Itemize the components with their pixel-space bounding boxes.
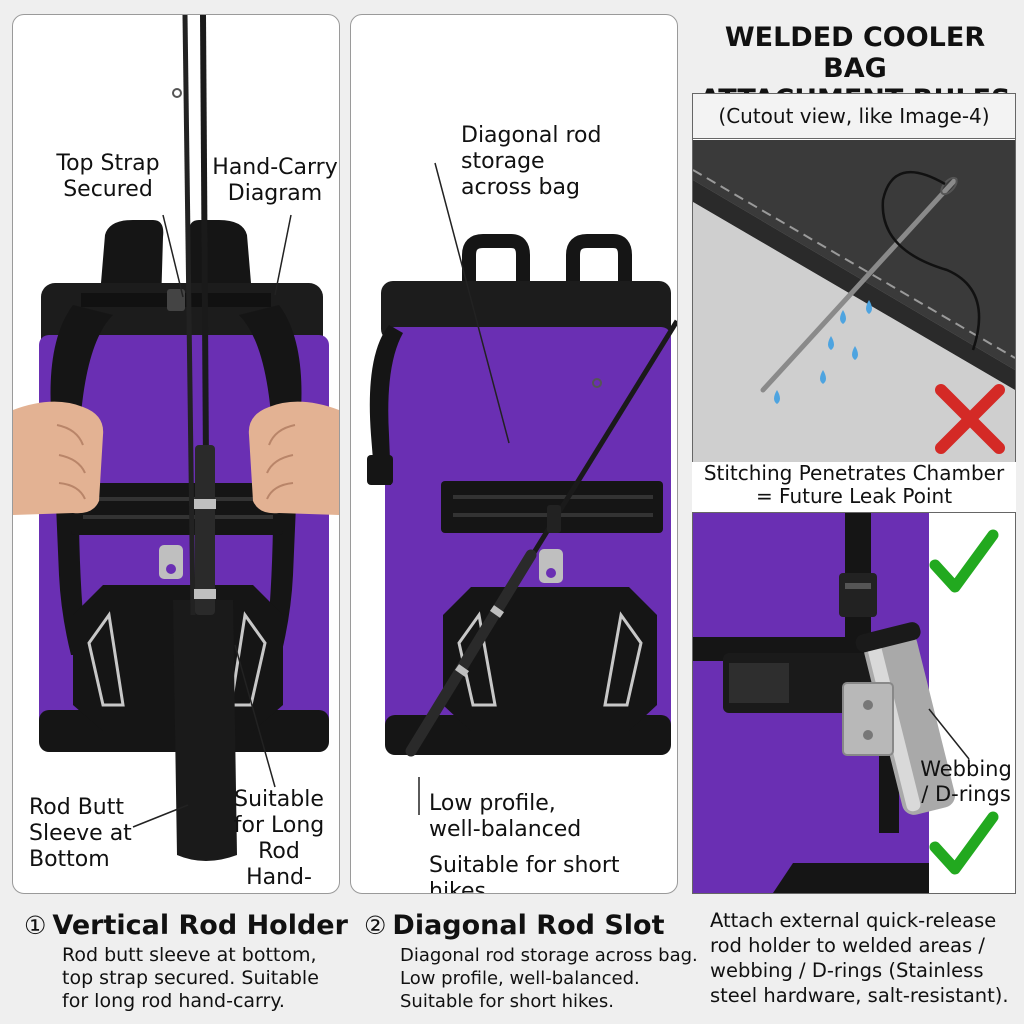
attachment-rules-description: Attach external quick-release rod holder…	[710, 909, 1009, 1007]
label-webbing-d-rings: Webbing / D-rings	[920, 757, 1012, 806]
cutout-caption: (Cutout view, like Image-4)	[693, 94, 1015, 139]
check-icon	[929, 529, 999, 593]
heading-text: Diagonal Rod Slot	[392, 910, 665, 941]
step-number-2: ②	[364, 911, 387, 940]
label-hand-carry-diagram: Hand-Carry Diagram	[212, 155, 338, 206]
diagonal-rod-slot-panel: Diagonal rod storage across bag Low prof…	[350, 14, 678, 894]
stitching-warning: Stitching Penetrates Chamber = Future Le…	[692, 462, 1016, 512]
step-number-1: ①	[24, 911, 47, 940]
vertical-holder-illustration	[13, 15, 339, 861]
label-diagonal-storage: Diagonal rod storage across bag	[461, 123, 602, 200]
cutout-view-panel: (Cutout view, like Image-4)	[692, 93, 1016, 463]
label-low-profile: Low profile, well-balanced	[429, 791, 582, 842]
label-top-strap: Top Strap Secured	[56, 151, 160, 202]
label-suitable-long-rod: Suitable for Long Rod Hand-Carry	[233, 787, 325, 893]
diagonal-slot-illustration	[367, 162, 677, 815]
label-short-hikes: Suitable for short hikes	[429, 853, 620, 894]
stitching-cutout-illustration	[693, 140, 1015, 462]
cross-icon	[935, 384, 1005, 454]
label-rod-butt-sleeve: Rod Butt Sleeve at Bottom	[29, 795, 132, 872]
heading-text: Vertical Rod Holder	[52, 910, 348, 941]
vertical-rod-holder-panel: Top Strap Secured Hand-Carry Diagram Rod…	[12, 14, 340, 894]
rod-holder-attachment-illustration	[693, 513, 1015, 893]
welded-attachment-panel: Webbing / D-rings	[692, 512, 1016, 894]
vertical-rod-holder-description: Rod butt sleeve at bottom, top strap sec…	[62, 944, 319, 1012]
check-icon	[929, 811, 999, 875]
diagonal-rod-slot-description: Diagonal rod storage across bag. Low pro…	[400, 945, 698, 1012]
